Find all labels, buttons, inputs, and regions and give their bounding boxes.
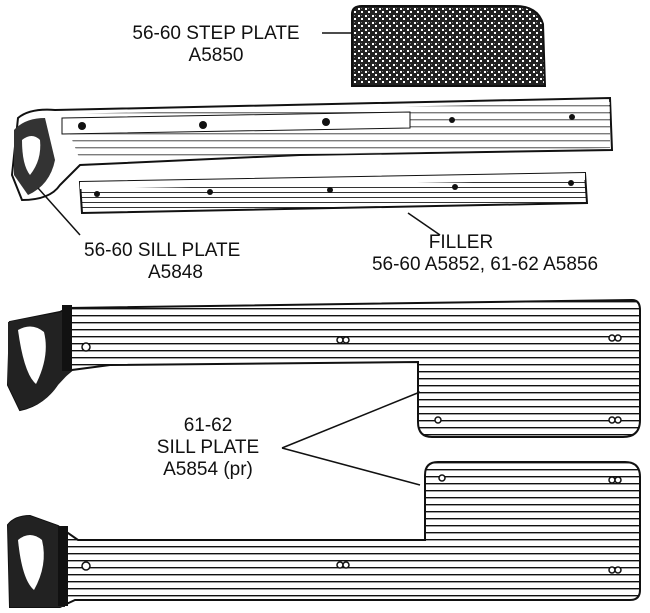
sill-plate-61-62-years: 61-62 (183, 415, 233, 436)
step-plate-label: 56-60 STEP PLATE A5850 (110, 23, 322, 67)
step-plate-56-60 (351, 5, 547, 87)
sill-plate-56-60-name: 56-60 SILL PLATE (84, 240, 241, 261)
sill-plate-56-60-label: 56-60 SILL PLATE A5848 (84, 240, 240, 284)
filler-strip (78, 171, 589, 215)
sill-plate-61-62-upper (6, 298, 641, 438)
step-plate-name: 56-60 STEP PLATE (132, 23, 300, 44)
sill-plate-56-60 (10, 96, 614, 202)
filler-leader-line (407, 212, 441, 236)
sill-plate-61-62-label: 61-62 SILL PLATE A5854 (pr) (140, 415, 276, 481)
sill-plate-61-62-name: SILL PLATE (156, 437, 260, 458)
sill-plate-61-62-lower (6, 461, 641, 608)
sill-plate-61-62-part-number: A5854 (pr) (163, 459, 253, 480)
step-plate-part-number: A5850 (188, 45, 244, 66)
filler-part-numbers: 56-60 A5852, 61-62 A5856 (371, 254, 599, 275)
sill-plate-56-60-leader-line (37, 187, 81, 236)
sill-plate-61-62-leader-upper (281, 391, 421, 449)
sill-plate-61-62-leader-lower (281, 447, 421, 486)
sill-plate-56-60-part-number: A5848 (148, 262, 203, 283)
filler-name: FILLER (428, 232, 494, 253)
filler-label: FILLER 56-60 A5852, 61-62 A5856 (340, 232, 630, 276)
